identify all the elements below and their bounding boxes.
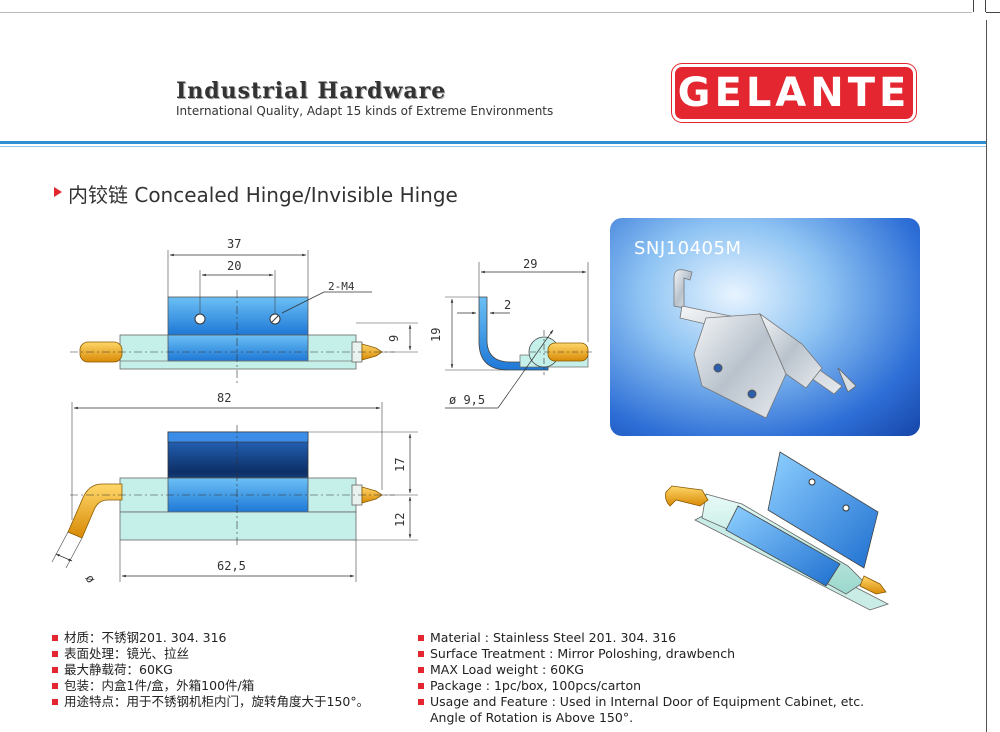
spec-item: 表面处理：镜光、拉丝 [52,646,369,662]
technical-drawing: 37 20 2-M4 9 29 2 19 ø 9,5 [51,237,595,585]
dim-20: 20 [227,259,241,273]
corner-mark [985,0,986,12]
bullet-icon [418,651,424,657]
bullet-icon [418,667,424,673]
top-border [0,12,972,13]
spec-item: 材质：不锈钢201. 304. 316 [52,630,369,646]
brand-logo: GELANTE [672,64,916,122]
bullet-icon [418,683,424,689]
dim-29: 29 [523,257,537,271]
spec-item: 包装：内盒1件/盒，外箱100件/箱 [52,678,369,694]
right-border [986,20,987,732]
dim-2-m4: 2-M4 [328,280,355,293]
spec-item: 最大静载荷：60KG [52,662,369,678]
top-view [70,250,418,385]
spec-item: Package : 1pc/box, 100pcs/carton [418,678,864,694]
spec-item: Material : Stainless Steel 201. 304. 316 [418,630,864,646]
header-subtitle: International Quality, Adapt 15 kinds of… [176,104,554,118]
side-view [445,262,595,409]
spec-item: 用途特点：用于不锈钢机柜内门，旋转角度大于150°。 [52,694,369,710]
bullet-icon [52,683,58,689]
bullet-icon [52,699,58,705]
dim-9: 9 [387,335,401,342]
spec-item: Surface Treatment : Mirror Poloshing, dr… [418,646,864,662]
spec-continuation: Angle of Rotation is Above 150°. [430,710,634,725]
section-title: 内铰链 Concealed Hinge/Invisible Hinge [68,183,458,207]
dim-2: 2 [504,298,511,312]
dim-diameter-5: ø 5 [83,572,107,585]
header-title: Industrial Hardware [176,78,447,104]
product-photo: SNJ10405M [610,218,920,436]
bullet-icon [52,651,58,657]
corner-mark [973,0,974,12]
front-view [51,402,418,582]
corner-mark [986,12,1000,13]
dim-62-5: 62,5 [217,559,246,573]
bullet-icon [418,699,424,705]
dim-82: 82 [217,391,231,405]
dim-19: 19 [429,328,443,342]
header-divider [0,141,986,144]
dim-12: 12 [393,513,407,527]
bullet-icon [52,635,58,641]
dim-diameter-9-5: ø 9,5 [449,393,485,407]
bullet-icon [418,635,424,641]
hinge-3d-render [665,451,890,611]
specs-english: Material : Stainless Steel 201. 304. 316… [418,630,864,726]
hinge-photo-illustration [673,269,857,419]
dim-17: 17 [393,458,407,472]
bullet-icon [52,667,58,673]
header-divider [0,146,986,147]
dim-37: 37 [227,237,241,251]
spec-item: MAX Load weight : 60KG [418,662,864,678]
section-arrow-icon [54,187,62,197]
model-number: SNJ10405M [634,238,742,259]
specs-chinese: 材质：不锈钢201. 304. 316 表面处理：镜光、拉丝 最大静载荷：60K… [52,630,369,710]
spec-item: Usage and Feature : Used in Internal Doo… [418,694,864,710]
